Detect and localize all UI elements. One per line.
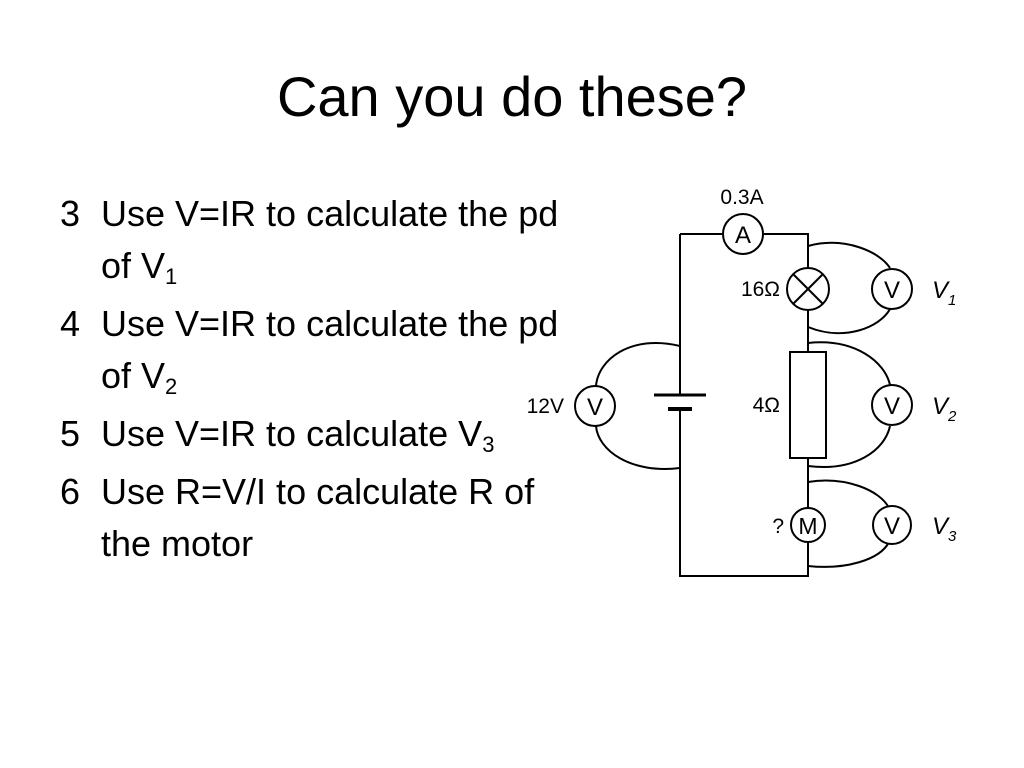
question-number: 4 (60, 303, 81, 344)
ammeter-symbol: A (735, 222, 751, 249)
lamp-icon (786, 267, 830, 311)
voltmeter-supply-icon: V (574, 385, 616, 427)
voltmeter-v1-icon: V (871, 268, 913, 310)
question-text: Use V=IR to calculate the pd of V (101, 193, 559, 286)
question-number: 5 (60, 413, 81, 454)
cell-icon (654, 393, 706, 417)
question-text: Use V=IR to calculate the pd of V (101, 303, 559, 396)
question-text: Use R=V/I to calculate R of the motor (101, 471, 535, 564)
voltmeter-v3-icon: V (872, 505, 912, 545)
question-text: Use V=IR to calculate V (101, 413, 483, 454)
motor-symbol: M (798, 513, 817, 539)
v3-label: V3 (932, 513, 957, 545)
question-subscript: 1 (165, 264, 178, 289)
question-subscript: 3 (482, 432, 495, 457)
v1-lead-wire (807, 241, 891, 335)
question-item-6: 6 Use R=V/I to calculate R of the motor (60, 466, 580, 570)
voltmeter-symbol: V (884, 277, 900, 304)
question-number: 6 (60, 471, 81, 512)
voltmeter-symbol: V (587, 394, 603, 421)
voltmeter-v2-icon: V (871, 384, 913, 426)
ammeter-icon: A (722, 213, 764, 255)
resistor-icon (789, 351, 827, 459)
motor-value-label: ? (772, 515, 784, 538)
question-item-3: 3 Use V=IR to calculate the pd of V1 (60, 188, 580, 292)
v2-lead-wire (807, 341, 891, 468)
resistor-value-label: 4Ω (753, 394, 780, 417)
voltmeter-symbol: V (884, 513, 900, 540)
question-subscript: 2 (165, 374, 178, 399)
supply-voltage-label: 12V (527, 395, 564, 418)
slide-title: Can you do these? (276, 65, 748, 128)
question-item-5: 5 Use V=IR to calculate V3 (60, 408, 580, 460)
question-number: 3 (60, 193, 81, 234)
v3-lead-wire (807, 479, 890, 568)
main-loop-wire (679, 233, 809, 577)
v2-label: V2 (932, 393, 957, 425)
v1-label: V1 (932, 277, 956, 309)
motor-icon: M (790, 507, 826, 543)
voltmeter-symbol: V (884, 393, 900, 420)
question-item-4: 4 Use V=IR to calculate the pd of V2 (60, 298, 580, 402)
lamp-resistance-label: 16Ω (741, 278, 780, 301)
supply-voltmeter-lead-wire (595, 341, 681, 470)
ammeter-reading: 0.3A (720, 186, 763, 209)
